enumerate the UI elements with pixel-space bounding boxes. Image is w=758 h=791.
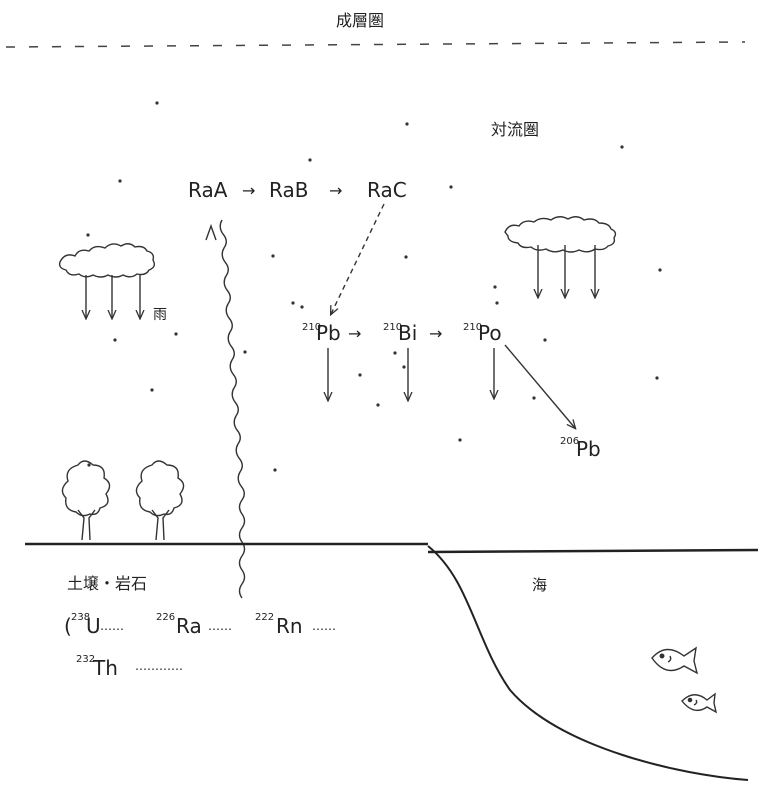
th232-symbol: Th [92,656,118,680]
arrow-raa-rab: → [242,181,255,200]
pb206-node: 206 Pb [560,436,601,461]
pb210-node: 210 Pb [302,321,341,345]
rac-label: RaC [367,178,407,202]
tree-right [136,461,183,540]
fish-icon [652,648,697,673]
u238-dots: …… [100,619,124,633]
po210-symbol: Po [478,321,502,345]
ra226-mass: 226 [156,612,175,623]
rain-label: 雨 [153,307,167,323]
arrow-rab-rac: → [329,181,342,200]
deposition-arrows [328,348,494,400]
radon-rise-wavy-arrow [220,220,244,598]
raa-label: RaA [188,178,228,202]
rain-cloud-left [60,244,155,277]
u238-symbol: U [86,614,101,638]
soil-rock-label: 土壌・岩石 [67,574,147,593]
stratosphere-label: 成層圏 [336,11,384,30]
pb206-symbol: Pb [576,437,601,461]
rn222-dots: …… [312,619,336,633]
arrow-bi-po: → [429,324,442,343]
rab-label: RaB [269,178,308,202]
ra226-symbol: Ra [176,614,202,638]
po210-to-pb206-arrow [505,345,575,428]
rain-arrows-right [538,245,595,297]
rain-arrows-left [86,275,140,318]
stratosphere-boundary [6,42,745,47]
bi210-node: 210 Bi [383,321,417,345]
arrow-pb-bi: → [348,324,361,343]
rac-to-pb210-arrow [331,204,384,314]
tree-left [62,461,109,540]
rain-cloud-right [505,217,615,252]
pb210-symbol: Pb [316,321,341,345]
sea-label: 海 [532,576,547,594]
ra226-dots: …… [208,619,232,633]
fish-icon [682,694,716,712]
coastline-slope [428,546,748,780]
bi210-symbol: Bi [398,321,417,345]
sea-surface [428,550,758,552]
troposphere-label: 対流圏 [491,120,539,139]
po210-node: 210 Po [463,321,502,345]
aerosol-dots [86,101,661,471]
radon-rise-arrowhead [206,226,216,240]
rn222-mass: 222 [255,612,274,623]
th232-dots: ………… [135,659,183,673]
rn222-symbol: Rn [276,614,303,638]
